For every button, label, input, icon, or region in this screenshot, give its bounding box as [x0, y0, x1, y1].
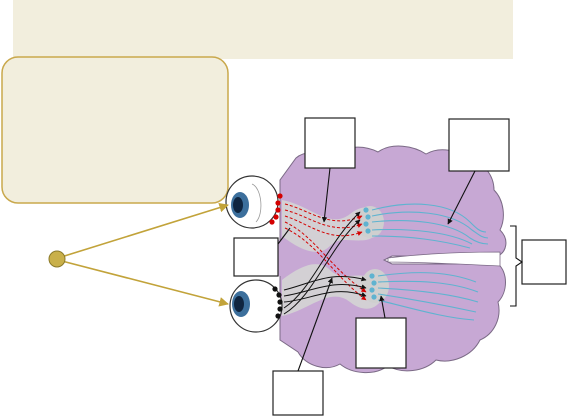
- stimulus-point-icon: [48, 250, 66, 268]
- description-box: [1, 56, 229, 204]
- fibers-black: [283, 211, 367, 315]
- label-box-optic-nerve[interactable]: [233, 237, 279, 277]
- optic-radiations-bottom: [377, 272, 479, 321]
- retina-black-cells: [272, 286, 283, 319]
- lgn-bottom-neurons: [369, 273, 377, 300]
- light-ray-bottom: [57, 259, 229, 307]
- label-box-optic-radiation[interactable]: [448, 118, 510, 172]
- lgn-top: [356, 206, 384, 238]
- longitudinal-fissure: [387, 251, 501, 267]
- left-lobe-square: [277, 240, 283, 276]
- label-box-optic-tract[interactable]: [272, 370, 324, 416]
- label-box-optic-chiasm-top[interactable]: [304, 117, 356, 169]
- pointer-lines: [277, 167, 476, 372]
- eye-icon: [225, 175, 279, 229]
- lgn-top-neurons: [363, 207, 371, 234]
- retina-red-cells: [269, 193, 283, 225]
- light-ray-top: [57, 202, 229, 259]
- label-box-lgn[interactable]: [355, 317, 407, 369]
- eye-icon: [229, 279, 283, 333]
- label-box-visual-cortex[interactable]: [521, 239, 567, 285]
- header-banner: [13, 0, 513, 59]
- optic-radiations-top: [371, 203, 489, 249]
- optic-pathway-band-bottom: [282, 264, 382, 316]
- cortex-bracket: [510, 225, 523, 307]
